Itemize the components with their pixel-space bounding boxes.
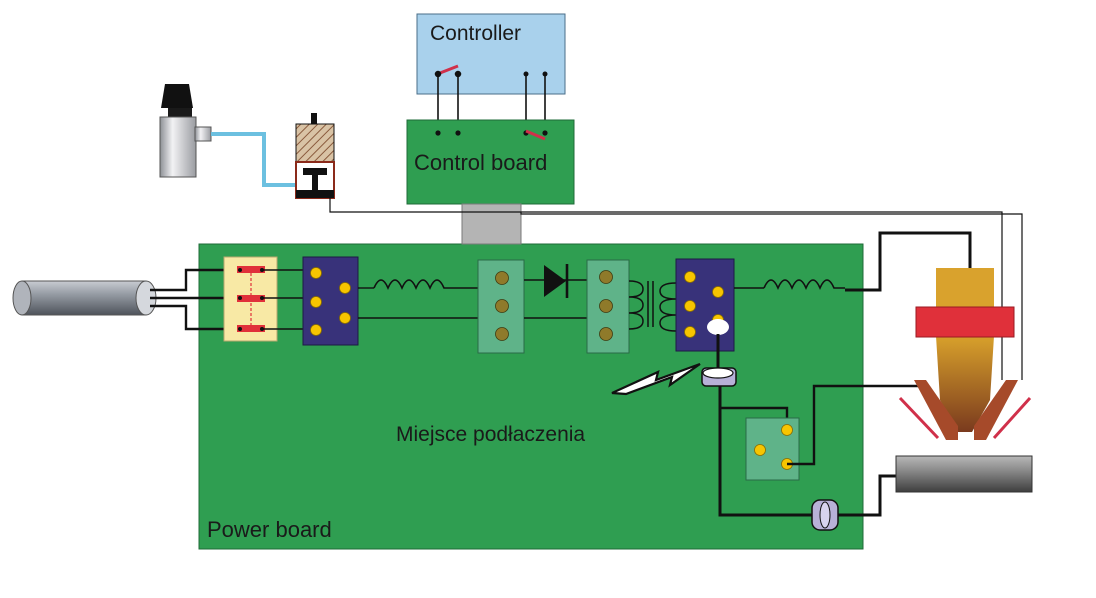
power-board-label: Power board: [207, 517, 332, 542]
inverter-block: [586, 259, 630, 354]
fuse-to-rectifier-wires: [262, 269, 303, 330]
gas-hose: [211, 132, 296, 187]
transformer-icon: [628, 280, 677, 332]
input-rectifier-block: [302, 256, 359, 346]
input-inductor-icon: [373, 279, 478, 290]
gas-cylinder-icon: [159, 84, 212, 178]
output-rectifier-block: [675, 258, 735, 352]
controller-box: Controller: [416, 13, 566, 95]
ground-ring-icon: [811, 499, 839, 531]
connection-point-arrow-icon: [611, 362, 701, 396]
mains-input-wires: [150, 268, 236, 331]
mains-cable-icon: [12, 280, 157, 316]
fuse-block: [223, 256, 278, 342]
output-inductor-icon: [763, 279, 845, 290]
welding-torch-icon: [898, 268, 1032, 440]
power-board: [198, 243, 864, 550]
sensor-to-module-wire: [720, 406, 789, 420]
control-board-label: Control board: [414, 150, 547, 175]
control-board: Control board: [406, 119, 575, 205]
sensor-module-block: [745, 417, 800, 481]
diode-icon: [544, 264, 569, 298]
torch-control-wire: [520, 212, 1023, 380]
connection-point-label: Miejsce podłaczenia: [396, 423, 585, 446]
capacitor-block: [477, 259, 525, 354]
torch-power-cable: [845, 231, 972, 292]
module-to-torch-wire: [787, 384, 920, 466]
ground-to-workpiece-cable: [838, 474, 896, 517]
valve-control-wire: [329, 198, 1003, 380]
ground-cable: [718, 386, 812, 517]
gas-valve-icon: [295, 113, 335, 199]
board-connector: [461, 203, 522, 245]
controller-label: Controller: [430, 22, 521, 45]
workpiece-icon: [895, 455, 1033, 493]
current-sensor-icon: [701, 367, 737, 387]
